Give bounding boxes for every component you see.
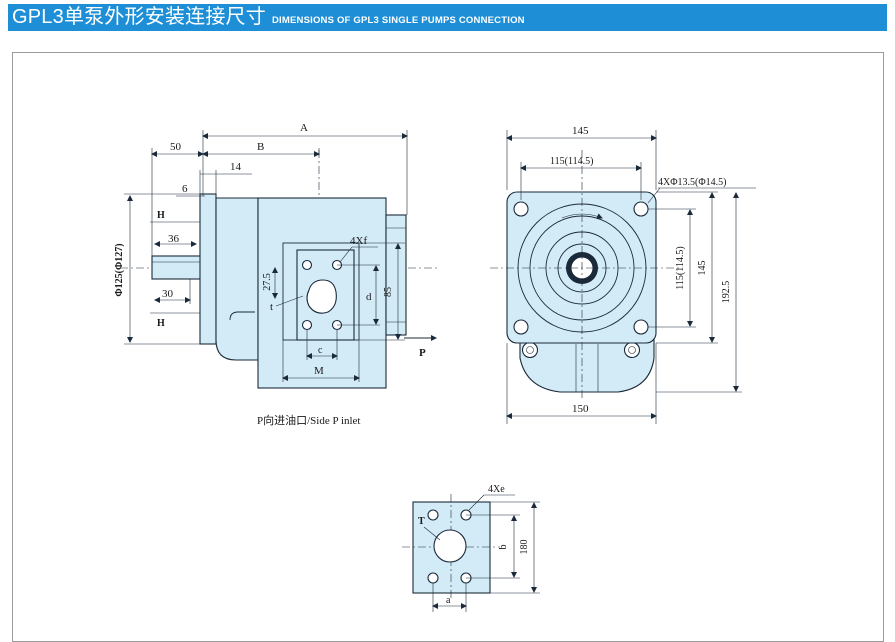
dim-192-5: 192.5 <box>721 281 732 304</box>
bolt-hole <box>301 319 313 331</box>
drive-shaft <box>151 255 203 280</box>
mounting-flange <box>199 193 217 345</box>
side-view-caption: P向进油口/Side P inlet <box>257 413 361 427</box>
label-h-bottom: H <box>157 318 165 329</box>
dim-27-5: 27.5 <box>262 273 273 291</box>
dim-c: c <box>318 345 323 356</box>
dim-a: a <box>446 595 451 606</box>
mounting-hole <box>513 319 529 335</box>
dim-30: 30 <box>162 288 174 300</box>
flange-bolt-hole <box>427 572 439 584</box>
port-opening <box>433 529 467 563</box>
dim-36: 36 <box>168 233 180 245</box>
port-bolt-hole <box>623 341 641 359</box>
bolt-hole <box>301 259 313 271</box>
dim-115-vertical: 115(114.5) <box>675 246 686 289</box>
port-view: 4Xe T b 180 a <box>402 484 540 612</box>
dim-145-top: 145 <box>572 125 589 137</box>
label-t-port: T <box>418 516 425 527</box>
flange-bolt-hole <box>427 509 439 521</box>
dim-m: M <box>314 365 324 377</box>
label-t: t <box>270 301 273 313</box>
dim-diameter: Φ125(Φ127) <box>114 243 125 296</box>
dim-a: A <box>300 122 308 134</box>
inlet-opening <box>306 279 337 314</box>
title-en: DIMENSIONS OF GPL3 SINGLE PUMPS CONNECTI… <box>271 15 525 26</box>
dim-b: B <box>257 141 264 153</box>
front-view: 145 115(114.5) 4XΦ13.5(Φ14.5) 115(114.5)… <box>490 125 756 424</box>
dim-6: 6 <box>182 183 188 195</box>
rear-cover <box>385 214 407 336</box>
label-h-top: H <box>157 210 165 221</box>
lower-housing <box>519 339 655 393</box>
dim-4x-hole: 4XΦ13.5(Φ14.5) <box>658 177 727 188</box>
dim-50: 50 <box>170 141 182 153</box>
page-header: GPL3单泵外形安装连接尺寸 DIMENSIONS OF GPL3 SINGLE… <box>8 4 887 31</box>
dim-14: 14 <box>230 161 242 173</box>
dim-150: 150 <box>572 403 589 415</box>
dim-180: 180 <box>519 540 530 555</box>
label-p: P <box>419 347 426 359</box>
dim-b: b <box>498 545 509 550</box>
mounting-hole <box>633 319 649 335</box>
dim-d: d <box>366 291 372 303</box>
dim-4xe: 4Xe <box>488 484 505 495</box>
side-view: A 50 B 14 6 H H 36 30 Φ125(Φ127) <box>114 122 440 427</box>
dim-4xf: 4Xf <box>350 235 367 247</box>
mounting-hole <box>513 201 529 217</box>
dim-145-vertical: 145 <box>697 261 708 276</box>
dim-115-horizontal: 115(114.5) <box>550 156 593 167</box>
title-cn: GPL3单泵外形安装连接尺寸 <box>12 6 266 28</box>
mounting-hole <box>633 201 649 217</box>
dim-85: 85 <box>383 287 394 297</box>
port-bolt-hole <box>521 341 539 359</box>
